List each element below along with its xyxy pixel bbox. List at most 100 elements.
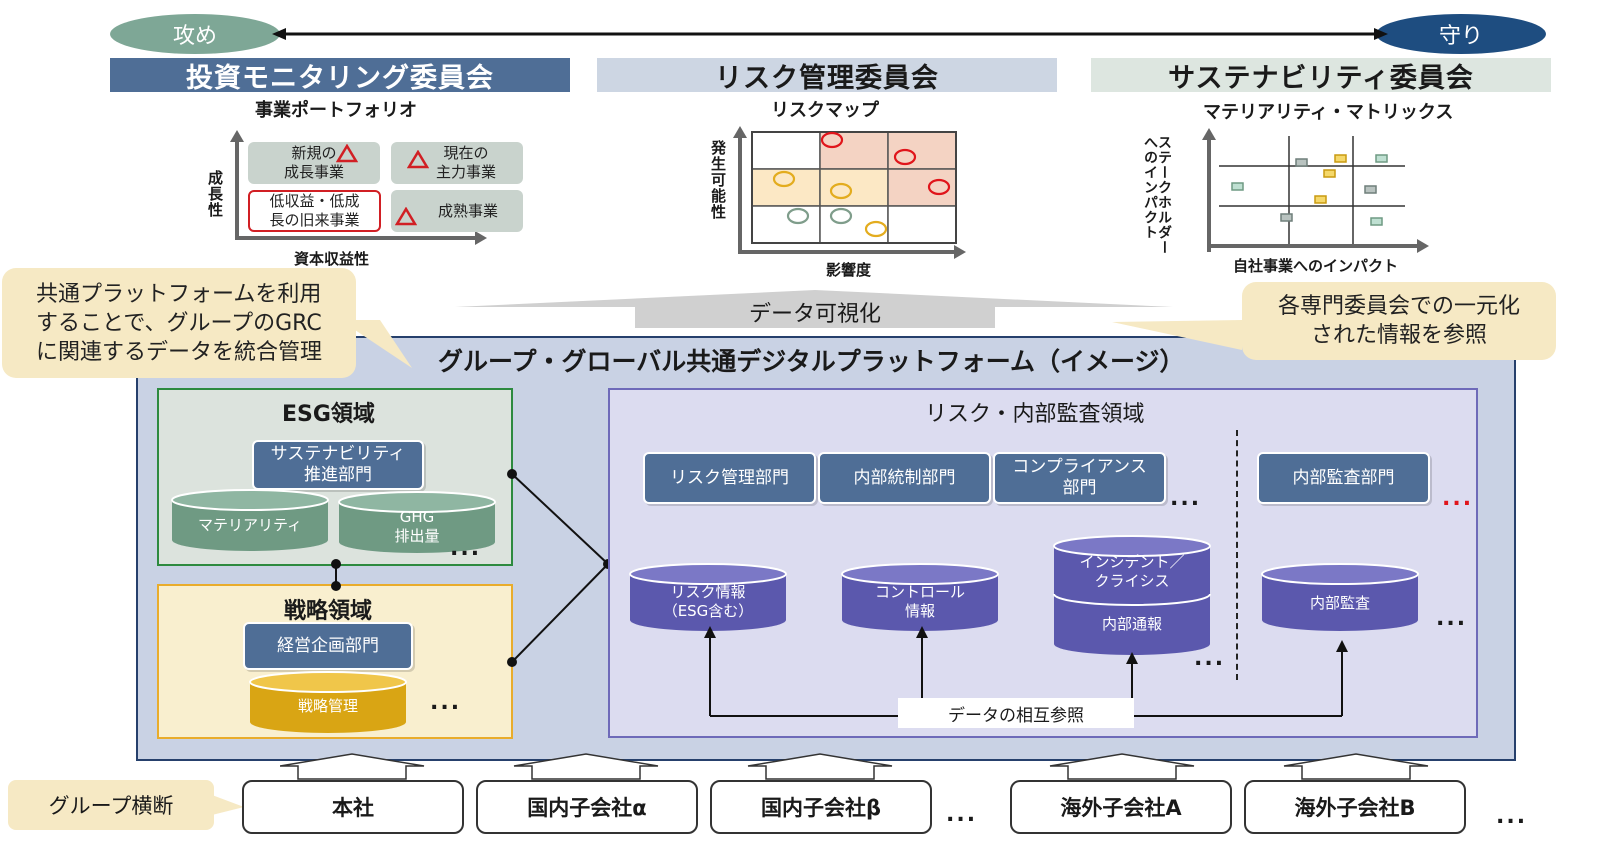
visualize-arrow [455,290,1173,328]
riskmap-cell [887,168,957,207]
materiality-y-label: ステークホルダーへのインパクト [1142,135,1172,255]
strategy-region-title: 戦略領域 [284,599,373,624]
control-info-db-text: コントロール 情報 [874,583,965,620]
audit-separator [1236,430,1238,680]
riskmap-cell [751,131,821,170]
portfolio-y-label: 成長性 [206,170,224,218]
materiality-chart [1202,128,1429,253]
entity-overseas-a: 海外子会社A [1010,780,1232,834]
callout-right-text: 各専門委員会での一元化 された情報を参照 [1277,294,1520,348]
group-wide-label: グループ横断 [8,780,214,830]
incident-db-label: インシデント／ クライシス [1052,550,1212,594]
portfolio-cell-current-core-label: 現在の 主力事業 [435,144,496,181]
risk-region-title: リスク・内部監査領域 [925,402,1145,427]
audit-db-cylinder [1261,563,1419,631]
riskmap-cell [819,205,889,244]
riskmap-cell [751,205,821,244]
entity-domestic-beta-label: 国内子会社β [760,796,882,820]
callout-right-tail [1112,320,1242,350]
riskmap-cell [819,131,889,170]
callout-right: 各専門委員会での一元化 された情報を参照 [1242,282,1556,360]
risk-dept-ellipsis: ... [1170,486,1202,511]
materiality-marker [1295,158,1308,167]
portfolio-cell-current-core: 現在の 主力事業 [391,142,523,184]
risk-info-db-text: リスク情報 （ESG含む） [662,583,754,620]
portfolio-cell-new-growth: 新規の 成長事業 [248,142,380,184]
ghg-db-cylinder [338,491,496,553]
spectrum-arrow [272,28,1388,40]
incident-ellipsis: ... [1194,646,1226,671]
materiality-db-cylinder [171,489,329,551]
entity-domestic-alpha-label: 国内子会社α [527,796,647,820]
portfolio-cell-low-profit-label: 低収益・低成 長の旧来事業 [269,192,360,229]
materiality-marker [1231,182,1244,191]
risk-marker [927,178,951,196]
esg-region-title: ESG領域 [282,402,375,427]
corporate-planning-dept: 経営企画部門 [243,622,413,670]
internal-control-dept: 内部統制部門 [818,452,991,504]
materiality-marker [1334,154,1347,163]
audit-dept-ellipsis: ... [1442,486,1474,511]
riskmap-x-label: 影響度 [826,261,872,279]
entity-domestic-beta: 国内子会社β [710,780,932,834]
risk-management-dept: リスク管理部門 [643,452,816,504]
strategy-db-label: 戦略管理 [297,696,358,715]
materiality-subtitle: マテリアリティ・マトリックス [1203,102,1454,123]
incident-db-cylinder [1053,535,1211,655]
committee-investment-header: 投資モニタリング委員会 [110,58,570,94]
sustainability-dept-label: サステナビリティ 推進部門 [270,444,406,485]
riskmap-grid [751,131,957,244]
control-info-db-cylinder [841,563,999,631]
portfolio-cell-new-growth-label: 新規の 成長事業 [283,144,344,181]
risk-marker [829,182,853,200]
compliance-dept: コンプライアンス 部門 [993,452,1166,504]
portfolio-x-label: 資本収益性 [294,250,370,268]
callout-left-text: 共通プラットフォームを利用 することで、グループのGRC に関連するデータを統合… [35,281,322,365]
callout-left: 共通プラットフォームを利用 することで、グループのGRC に関連するデータを統合… [2,268,356,378]
risk-marker [829,207,853,225]
riskmap-cell [751,168,821,207]
committee-sustainability-title: サステナビリティ委員会 [1168,62,1474,94]
risk-info-db-cylinder [629,563,787,631]
callout-left-tail [340,320,412,368]
whistleblowing-db-label: 内部通報 [1101,614,1162,633]
riskmap-y-label: 発生可能性 [709,140,727,220]
riskmap-cell [887,131,957,170]
materiality-db-label: マテリアリティ [197,515,303,534]
group-wide-text: グループ横断 [48,794,174,818]
defense-pill: 守り [1376,14,1546,54]
committee-risk-title: リスク管理委員会 [715,62,939,94]
entity-domestic-alpha: 国内子会社α [476,780,698,834]
entity-overseas-a-label: 海外子会社A [1060,796,1182,820]
materiality-x-label: 自社事業へのインパクト [1233,257,1399,275]
materiality-marker [1370,217,1383,226]
sustainability-dept: サステナビリティ 推進部門 [252,440,424,490]
entity-overseas-b-label: 海外子会社B [1294,796,1416,820]
audit-db-label: 内部監査 [1309,593,1370,612]
committee-sustainability-header: サステナビリティ委員会 [1091,58,1551,94]
internal-audit-dept-label: 内部監査部門 [1292,467,1395,488]
portfolio-axes [230,130,487,245]
risk-audit-region [608,388,1478,738]
portfolio-cell-low-profit: 低収益・低成 長の旧来事業 [248,190,381,232]
esg-ellipsis: ... [450,536,482,561]
risk-marker [786,207,810,225]
entity-overseas-b: 海外子会社B [1244,780,1466,834]
ghg-db-text: GHG 排出量 [394,508,440,545]
control-info-db-label: コントロール 情報 [840,578,1000,626]
triangle-icon [395,207,417,226]
risk-marker [820,131,844,149]
materiality-marker [1364,185,1377,194]
audit-ellipsis: ... [1436,606,1468,631]
entity-ellipsis-2: ... [1496,804,1528,829]
internal-audit-dept: 内部監査部門 [1257,452,1430,504]
internal-control-dept-label: 内部統制部門 [853,467,956,488]
entity-upload-arrows [280,753,1429,780]
risk-marker [772,170,796,188]
riskmap-subtitle: リスクマップ [771,100,879,121]
risk-marker [893,148,917,166]
riskmap-cell [819,168,889,207]
corporate-planning-dept-label: 経営企画部門 [277,635,379,656]
entity-headquarters-label: 本社 [332,796,374,820]
materiality-marker [1375,154,1388,163]
